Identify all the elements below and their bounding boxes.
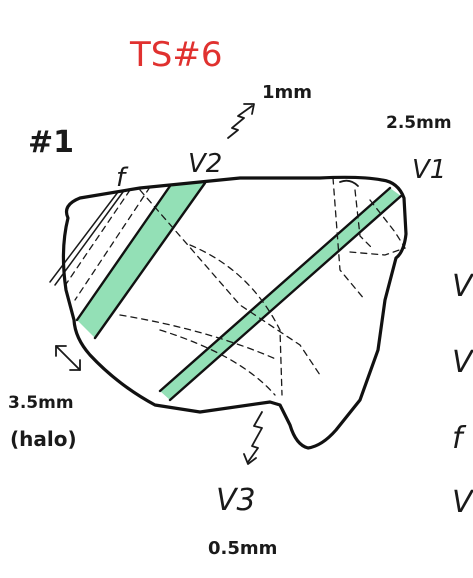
- label-v3: V3: [216, 483, 256, 518]
- vein-v1-fill: [160, 188, 401, 400]
- sample-number: #1: [28, 125, 74, 160]
- label-halo: (halo): [10, 427, 77, 451]
- v3-trace-dash: [139, 189, 321, 376]
- vein-v1-edge-lower: [168, 194, 403, 402]
- legend-item-4: V: [452, 485, 473, 520]
- label-v3-width: 0.5mm: [208, 538, 277, 559]
- halo-arrowhead-1: [55, 345, 67, 357]
- squiggle-arrow-v2: [227, 105, 253, 139]
- fracture-f-line-1: [54, 191, 124, 286]
- v1-halo-dash: [332, 177, 366, 301]
- halo-dash-mid: [119, 314, 279, 361]
- label-v1: V1: [412, 155, 446, 185]
- label-v2-width: 1mm: [262, 82, 312, 103]
- halo-arrowhead-2: [69, 359, 81, 371]
- vein-v2-edge-right: [93, 181, 207, 340]
- arrowhead-v2: [243, 103, 255, 115]
- v3-trace-dash-2: [189, 244, 283, 396]
- label-halo-width: 3.5mm: [8, 393, 74, 413]
- squiggle-arrow-v3: [247, 411, 263, 463]
- title-ts6: TS#6: [129, 35, 222, 75]
- v1-halo-dash-3: [354, 189, 373, 249]
- label-v2: V2: [188, 149, 222, 179]
- arrowhead-v3: [243, 453, 257, 465]
- halo-dash-left: [74, 186, 151, 301]
- vein-v1-edge-upper: [158, 186, 392, 393]
- rock-outline: [61, 175, 408, 450]
- legend-item-1: V: [452, 269, 473, 304]
- vein-v2-fill: [77, 183, 205, 338]
- legend-item-3: f: [452, 421, 467, 456]
- halo-double-arrow: [55, 345, 81, 371]
- fracture-f-line-2: [49, 191, 119, 283]
- label-fracture-f: f: [116, 163, 129, 193]
- vein-v2-edge-left: [75, 184, 172, 322]
- fracture-f-dash: [61, 189, 131, 291]
- legend-item-2: V: [452, 345, 473, 380]
- v1-halo-dash-2: [349, 199, 406, 256]
- label-v1-width: 2.5mm: [386, 113, 452, 133]
- crystal-mark: [339, 179, 359, 187]
- halo-dash-lower: [159, 329, 276, 396]
